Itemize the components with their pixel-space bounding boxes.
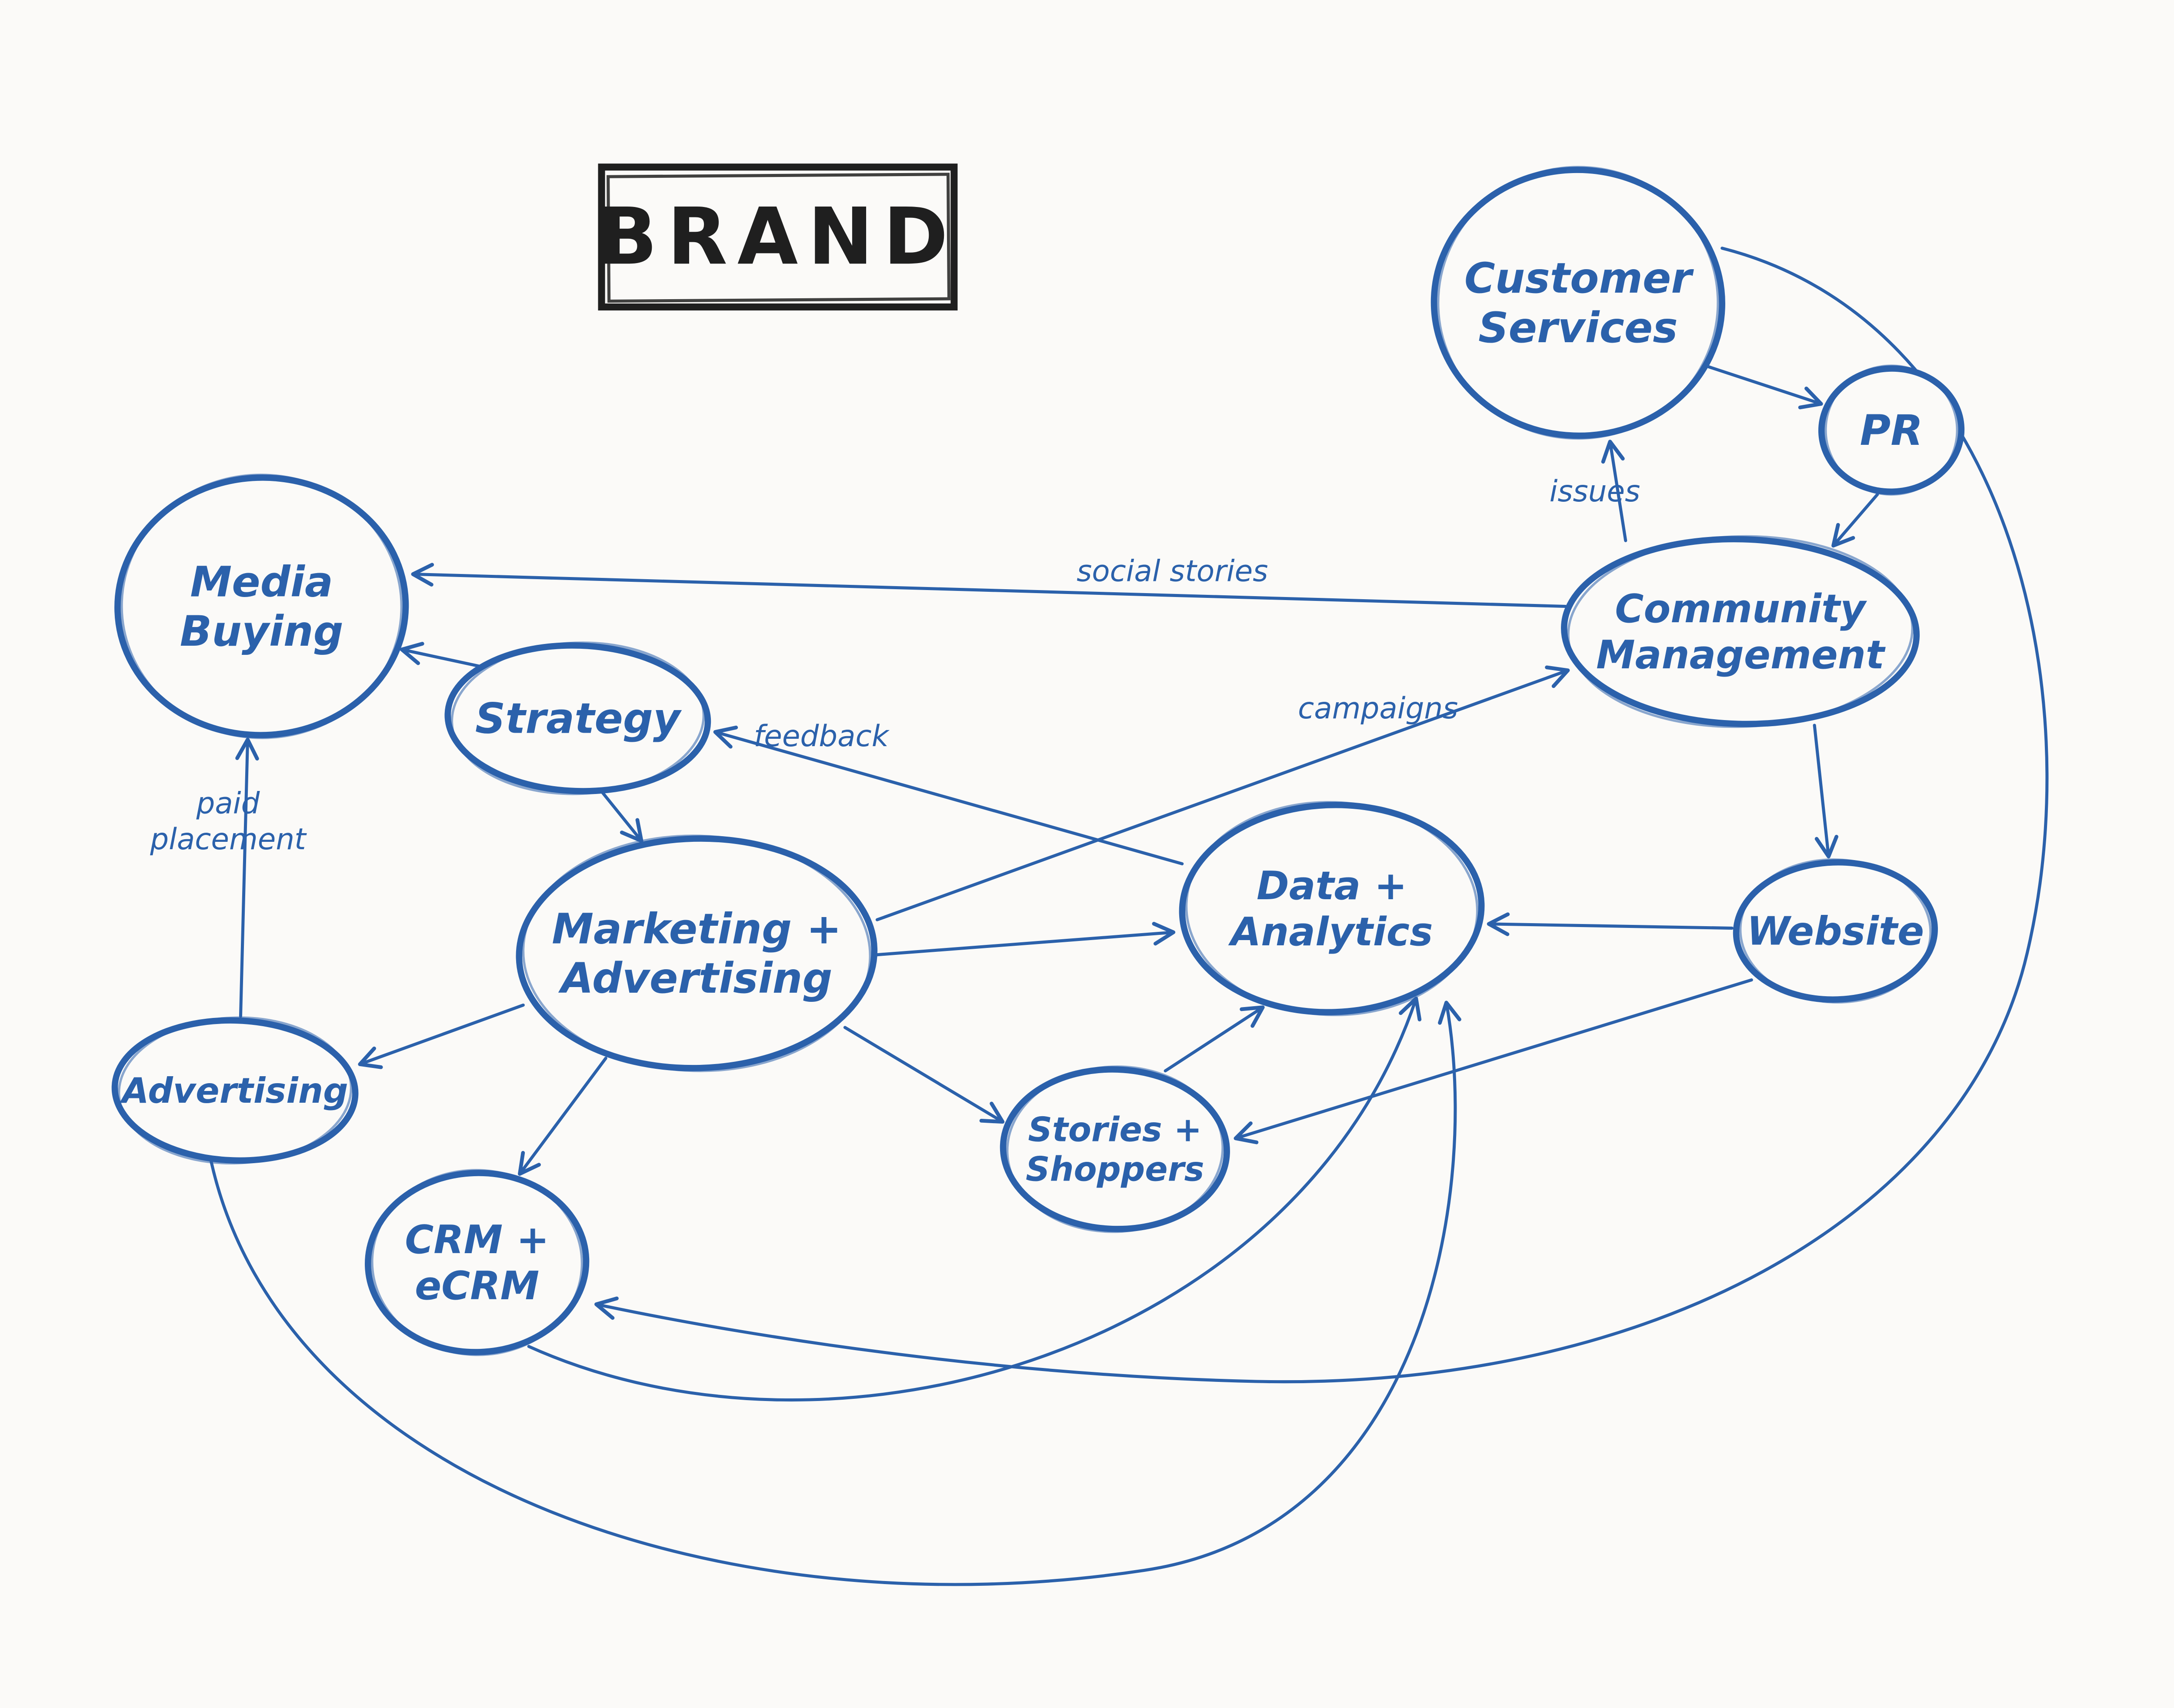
node-label-marketing-advertising: Marketing +Advertising (552, 904, 841, 1003)
edge-label-data-analytics-to-strategy: feedback (754, 719, 890, 753)
edge-community-management-to-website (1813, 724, 1839, 859)
edge-customer-services-to-pr (1695, 361, 1823, 410)
edge-labels: issues social stories campaigns feedback pai… (150, 474, 1640, 856)
node-stories-shoppers: Stories +Shoppers (1000, 1065, 1230, 1233)
edge-pr-to-community-management (1831, 493, 1879, 548)
node-label-strategy: Strategy (475, 694, 682, 743)
edge-community-management-to-media-buying (411, 563, 1567, 608)
node-marketing-advertising: Marketing +Advertising (516, 834, 878, 1072)
edge-advertising-to-media-buying (235, 737, 259, 1018)
edge-label-community-management-to-media-buying: social stories (1077, 554, 1268, 588)
edge-marketing-to-crm (518, 1057, 607, 1176)
edge-crm-to-data-analytics (527, 996, 1422, 1402)
node-strategy: Strategy (444, 641, 711, 795)
edge-marketing-to-community-management (875, 665, 1570, 921)
brand-title: BRAND (598, 191, 958, 282)
edge-stories-shoppers-to-data-analytics (1164, 1005, 1265, 1073)
edges (210, 247, 2049, 1586)
node-label-advertising: Advertising (119, 1070, 348, 1111)
edge-customer-services-to-crm (594, 247, 2049, 1384)
node-label-website: Website (1747, 908, 1924, 954)
edge-website-to-data-analytics (1487, 912, 1734, 936)
edge-marketing-to-advertising (358, 1003, 525, 1069)
node-website: Website (1733, 858, 1938, 1004)
edge-advertising-to-data-analytics (210, 1001, 1461, 1586)
edge-marketing-to-data-analytics (875, 922, 1176, 957)
node-pr: PR (1818, 364, 1965, 496)
edge-website-to-stories-shoppers (1234, 978, 1753, 1144)
edge-label-marketing-to-community-management: campaigns (1298, 691, 1458, 725)
edge-data-analytics-to-strategy (713, 725, 1184, 866)
edge-community-management-to-customer-services (1601, 440, 1627, 542)
node-label-pr: PR (1860, 406, 1923, 455)
node-data-analytics: Data +Analytics (1179, 801, 1485, 1016)
node-label-data-analytics: Data +Analytics (1228, 863, 1433, 955)
edge-marketing-to-stories-shoppers (843, 1026, 1005, 1124)
brand-title-box: BRAND (598, 163, 958, 310)
node-crm-ecrm: CRM +eCRM (365, 1169, 590, 1356)
node-advertising: Advertising (111, 1016, 359, 1164)
edge-label-community-management-to-customer-services: issues (1550, 474, 1641, 508)
edge-strategy-to-marketing (598, 788, 644, 843)
node-label-stories-shoppers: Stories +Shoppers (1026, 1110, 1204, 1189)
node-label-crm-ecrm: CRM +eCRM (405, 1217, 549, 1309)
